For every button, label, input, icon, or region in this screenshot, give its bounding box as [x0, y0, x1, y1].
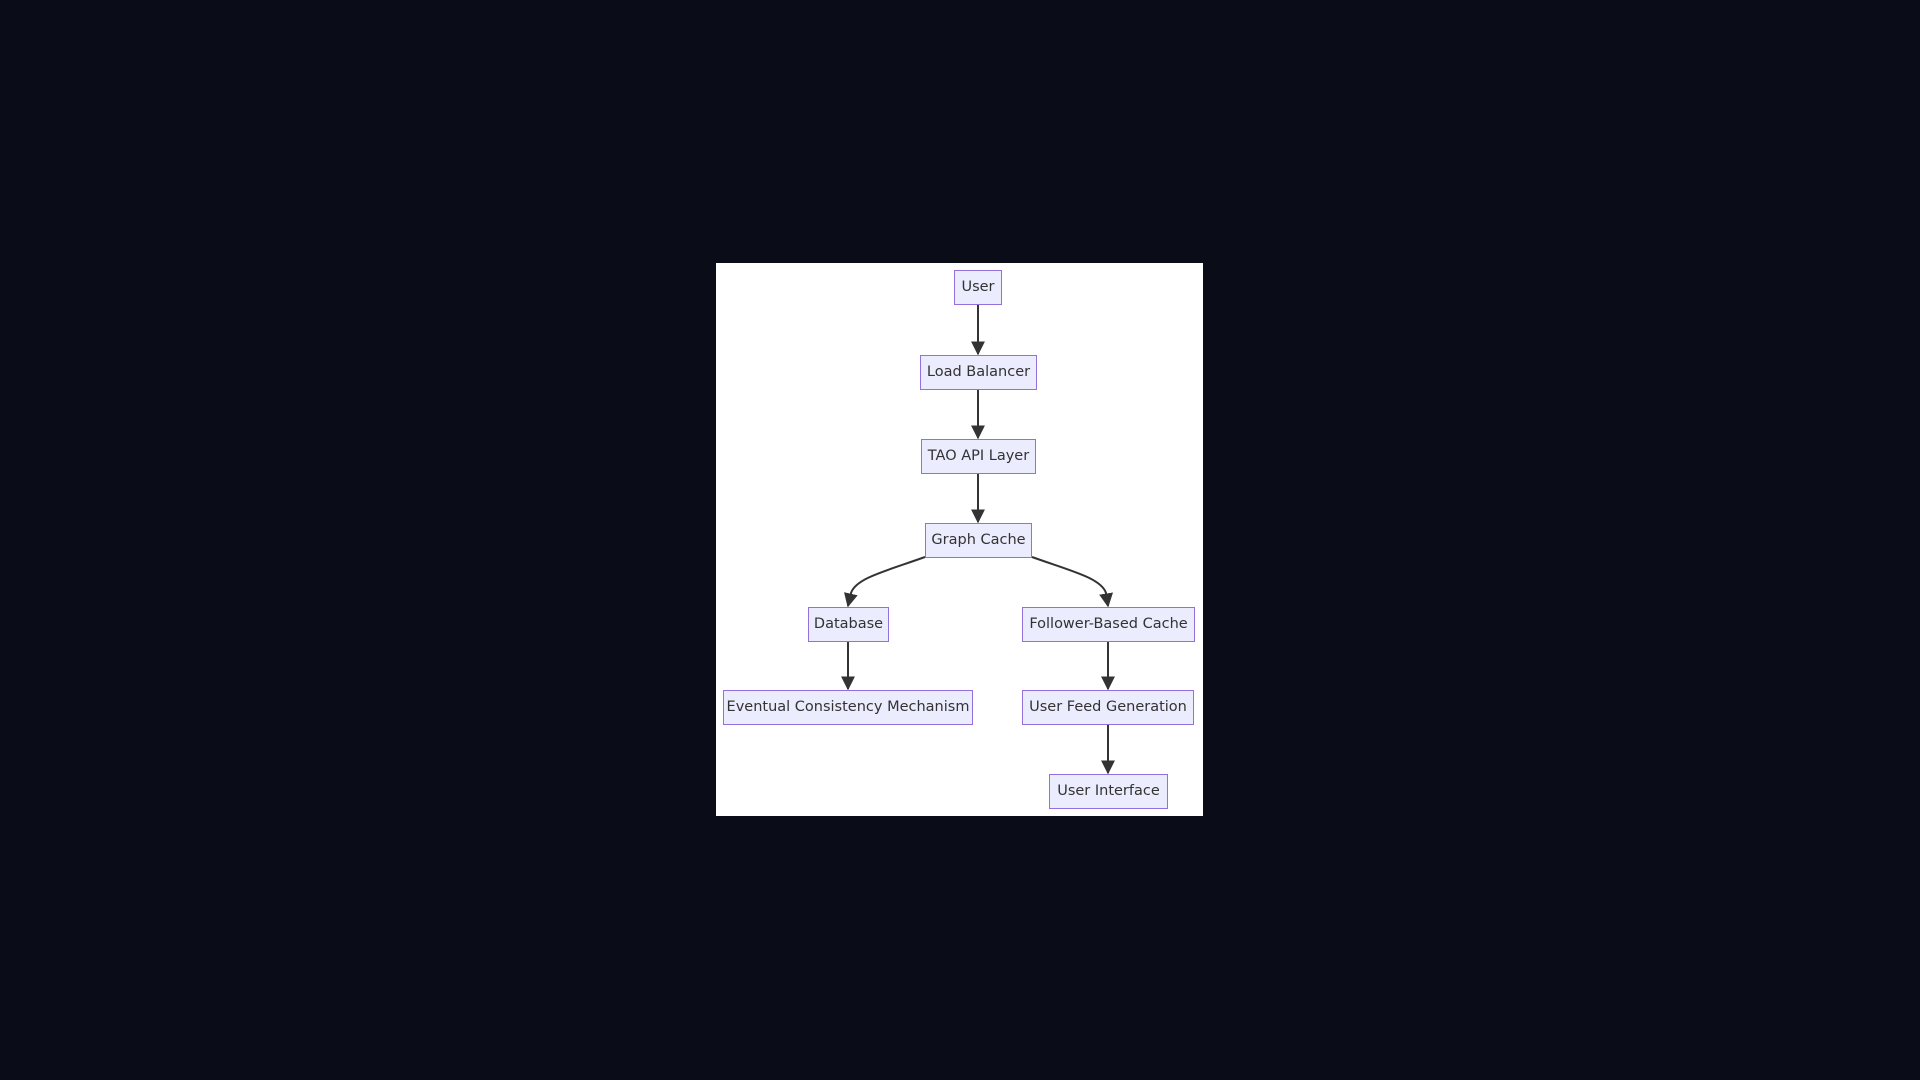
- node-user-interface[interactable]: User Interface: [1049, 774, 1168, 809]
- node-load-balancer[interactable]: Load Balancer: [920, 355, 1037, 390]
- edge-graph-cache-to-database: [844, 556, 926, 608]
- node-user[interactable]: User: [954, 270, 1002, 305]
- node-eventual-consistency-mechanism[interactable]: Eventual Consistency Mechanism: [723, 690, 973, 725]
- edge-graph-cache-to-follower-cache: [1031, 556, 1114, 608]
- edges-layer: [841, 304, 1115, 775]
- diagram-canvas: User Load Balancer TAO API Layer Graph C…: [716, 263, 1203, 816]
- node-database[interactable]: Database: [808, 607, 889, 642]
- node-user-feed-generation[interactable]: User Feed Generation: [1022, 690, 1194, 725]
- node-follower-based-cache[interactable]: Follower-Based Cache: [1022, 607, 1195, 642]
- node-graph-cache[interactable]: Graph Cache: [925, 523, 1032, 558]
- node-tao-api-layer[interactable]: TAO API Layer: [921, 439, 1036, 474]
